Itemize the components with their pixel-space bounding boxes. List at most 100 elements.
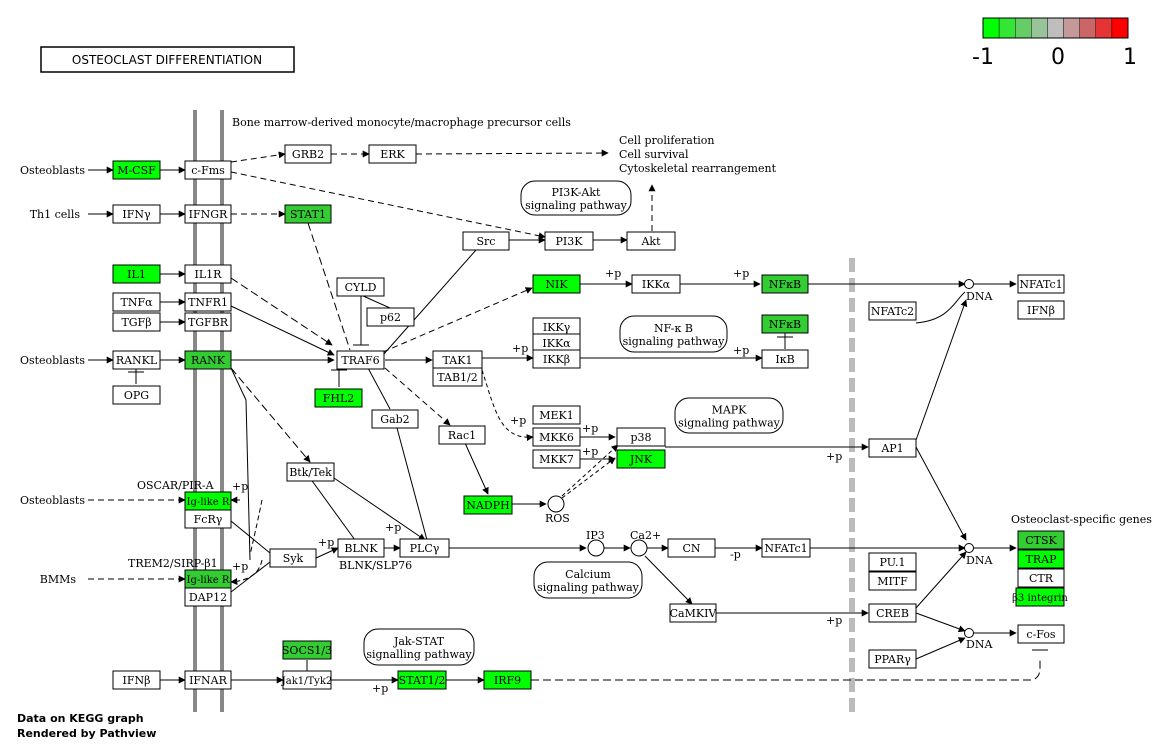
node-mcsf[interactable]: M-CSF <box>112 160 161 180</box>
node-trap[interactable]: TRAP <box>1017 549 1065 569</box>
node-gab2[interactable]: Gab2 <box>371 409 419 429</box>
node-stat1[interactable]: STAT1 <box>284 204 332 224</box>
node-il1[interactable]: IL1 <box>112 264 161 284</box>
node-tnfa[interactable]: TNFα <box>112 292 161 312</box>
node-box-pu1 <box>868 552 917 572</box>
node-box-ikka <box>631 274 681 294</box>
node-label-il1: IL1 <box>127 268 146 281</box>
node-iglike2[interactable]: Ig-like R <box>184 569 232 589</box>
node-ctsk[interactable]: CTSK <box>1017 530 1065 550</box>
node-label-mkk6: MKK6 <box>539 431 574 444</box>
node-nfatc2[interactable]: NFATc2 <box>868 301 917 321</box>
edge-markers: +p+p+p+p+p+p+p+p+p+p+p+p+p+p-pROSDNADNAD… <box>232 267 993 695</box>
node-tgfbr[interactable]: TGFBR <box>184 312 232 332</box>
node-rank[interactable]: RANK <box>184 350 232 370</box>
node-ifngr[interactable]: IFNGR <box>184 204 232 224</box>
node-label-ikb: IκB <box>775 353 794 366</box>
svg-text:signaling pathway: signaling pathway <box>525 199 628 212</box>
plus-p: +p <box>318 536 334 549</box>
node-opg[interactable]: OPG <box>112 385 161 405</box>
node-cn[interactable]: CN <box>667 538 716 558</box>
node-src[interactable]: Src <box>462 231 510 251</box>
node-ikka[interactable]: IKKα <box>631 274 681 294</box>
node-socs[interactable]: SOCS1/3 <box>282 640 332 660</box>
node-creb[interactable]: CREB <box>868 603 917 623</box>
node-fcry[interactable]: FcRγ <box>184 509 232 529</box>
node-cfos[interactable]: c-Fos <box>1017 624 1065 644</box>
credit-line-1: Data on KEGG graph <box>17 712 144 725</box>
node-nik[interactable]: NIK <box>532 274 581 294</box>
node-box-opg <box>112 385 161 405</box>
node-p62[interactable]: p62 <box>366 307 415 327</box>
source-osteoblasts-1: Osteoblasts <box>20 164 85 177</box>
node-tnfr1[interactable]: TNFR1 <box>184 292 232 312</box>
svg-text:signaling pathway: signaling pathway <box>537 581 640 594</box>
node-plcg[interactable]: PLCγ <box>399 538 450 558</box>
node-ikka2[interactable]: IKKα <box>532 333 581 353</box>
node-ifng[interactable]: IFNγ <box>112 204 161 224</box>
node-ap1[interactable]: AP1 <box>868 438 917 458</box>
node-b3int[interactable]: β3 integrin <box>1012 587 1068 607</box>
node-ctr[interactable]: CTR <box>1017 568 1065 588</box>
node-mek1[interactable]: MEK1 <box>532 405 581 425</box>
node-il1r[interactable]: IL1R <box>184 264 232 284</box>
legend-tick-min: -1 <box>972 45 994 70</box>
node-irf9[interactable]: IRF9 <box>483 670 532 690</box>
node-mitf[interactable]: MITF <box>868 571 917 591</box>
node-label-mcsf: M-CSF <box>117 164 156 177</box>
node-grb2[interactable]: GRB2 <box>284 144 332 164</box>
node-label-trap: TRAP <box>1026 553 1058 566</box>
node-mkk6[interactable]: MKK6 <box>532 427 581 447</box>
node-nfkb1[interactable]: NFκB <box>761 274 809 294</box>
node-stat12[interactable]: STAT1/2 <box>397 670 447 690</box>
node-fhl2[interactable]: FHL2 <box>314 388 363 408</box>
node-nfkb2[interactable]: NFκB <box>761 314 809 334</box>
node-blnk[interactable]: BLNK <box>337 538 385 558</box>
node-tak1[interactable]: TAK1 <box>432 350 483 370</box>
node-label-pu1: PU.1 <box>880 556 906 569</box>
node-jnk[interactable]: JNK <box>616 449 666 469</box>
node-traf6[interactable]: TRAF6 <box>336 350 385 370</box>
node-erk[interactable]: ERK <box>368 144 417 164</box>
node-rankl[interactable]: RANKL <box>112 350 161 370</box>
node-dap12[interactable]: DAP12 <box>184 587 232 607</box>
node-rac1[interactable]: Rac1 <box>438 425 486 445</box>
node-label-tnfr1: TNFR1 <box>188 296 228 309</box>
node-cyld[interactable]: CYLD <box>336 277 385 297</box>
node-p38[interactable]: p38 <box>616 427 666 447</box>
diagram-title: OSTEOCLAST DIFFERENTIATION <box>72 53 262 67</box>
oscar-label: OSCAR/PIR-A <box>137 479 215 492</box>
node-iglike1[interactable]: Ig-like R <box>184 491 232 511</box>
node-syk[interactable]: Syk <box>269 548 317 568</box>
node-jak[interactable]: Jak1/Tyk2 <box>281 670 333 690</box>
node-nfatc1a[interactable]: NFATc1 <box>1017 274 1065 294</box>
node-ifnb_r[interactable]: IFNβ <box>1017 300 1065 320</box>
node-cfms[interactable]: c-Fms <box>184 160 232 180</box>
node-tgfb[interactable]: TGFβ <box>112 312 161 332</box>
node-camkiv[interactable]: CaMKIV <box>669 603 718 623</box>
node-ifnar[interactable]: IFNAR <box>184 670 232 690</box>
node-ppary[interactable]: PPARγ <box>868 649 917 669</box>
node-nadph[interactable]: NADPH <box>463 495 513 515</box>
node-pi3k[interactable]: PI3K <box>544 231 594 251</box>
node-pu1[interactable]: PU.1 <box>868 552 917 572</box>
node-ifnb_l[interactable]: IFNβ <box>112 670 161 690</box>
node-box-jak <box>282 670 332 690</box>
node-label-il1r: IL1R <box>195 268 223 281</box>
node-btk[interactable]: Btk/Tek <box>286 462 335 482</box>
node-nfatc1b[interactable]: NFATc1 <box>761 538 811 558</box>
node-mkk7[interactable]: MKK7 <box>532 449 581 469</box>
node-ikkg[interactable]: IKKγ <box>532 317 581 337</box>
node-akt[interactable]: Akt <box>626 231 676 251</box>
node-label-jnk: JNK <box>629 453 653 466</box>
node-tab12[interactable]: TAB1/2 <box>432 367 483 387</box>
node-ikb[interactable]: IκB <box>761 349 809 369</box>
node-box-nik <box>532 274 581 294</box>
node-ikkb[interactable]: IKKβ <box>532 349 581 369</box>
